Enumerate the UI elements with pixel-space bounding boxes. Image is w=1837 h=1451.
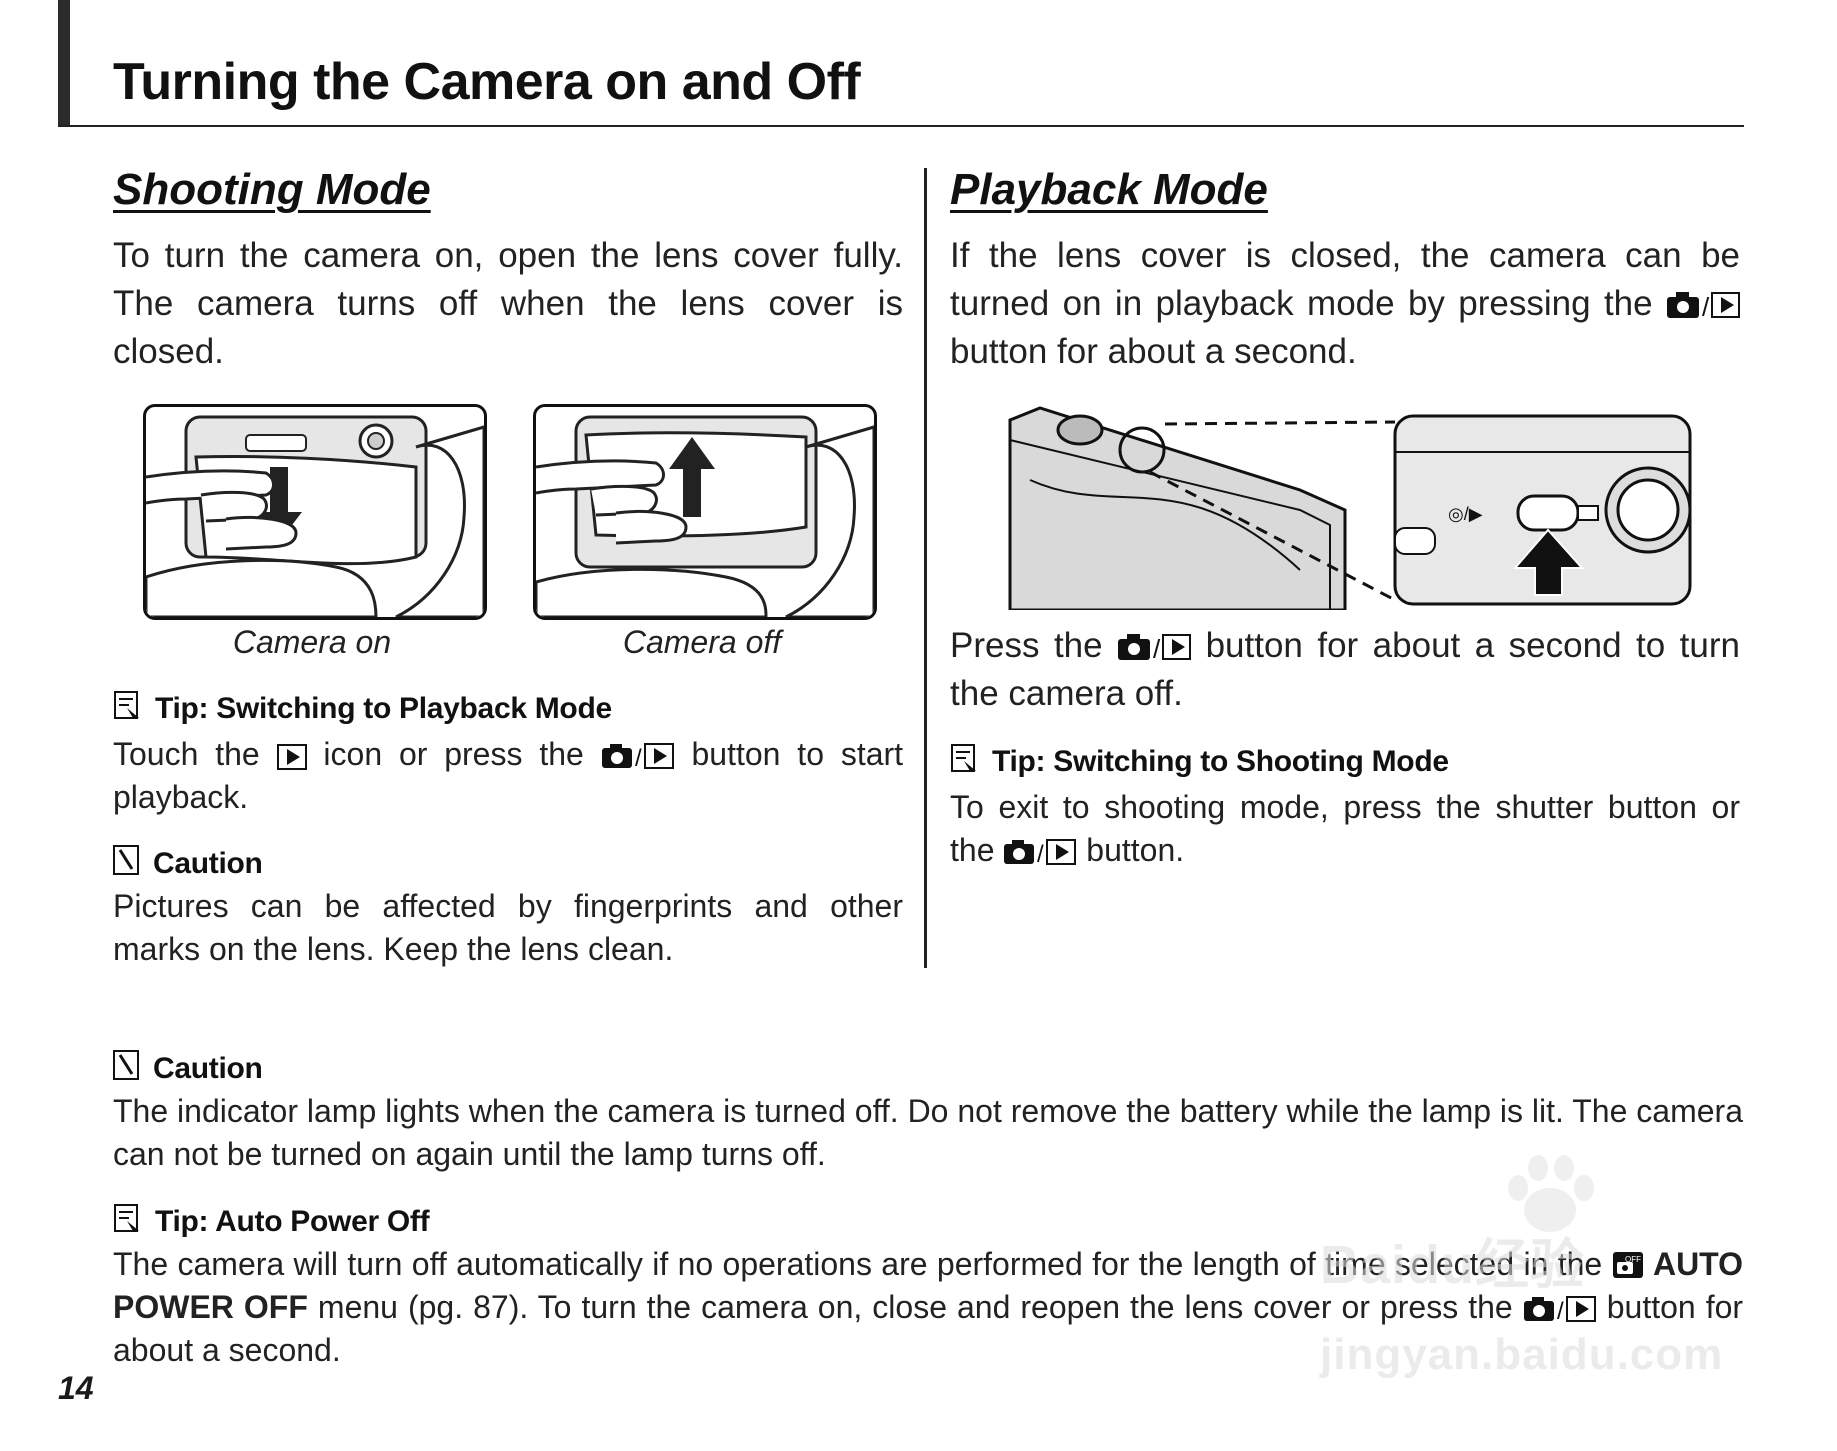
tip-playback-text: Touch the icon or press the / button to …	[113, 733, 903, 819]
tip-note-icon	[113, 1203, 141, 1241]
tip-shooting-title: Tip: Switching to Shooting Mode	[950, 743, 1449, 781]
auto-power-menu-name: AUTO POWER OFF	[113, 1246, 1744, 1325]
camera-playback-icon: /	[601, 736, 675, 772]
auto-power-text-1: The camera will turn off automatically i…	[113, 1246, 1603, 1282]
playback-mode-paragraph: If the lens cover is closed, the camera …	[950, 232, 1740, 376]
caution-left-title: Caution	[113, 845, 263, 883]
caution-icon	[113, 845, 139, 883]
caution-left-text: Pictures can be affected by fingerprints…	[113, 888, 903, 967]
camera-playback-icon: /	[1523, 1289, 1597, 1325]
caution-left-title-text: Caution	[153, 847, 263, 880]
tip-playback-text-2: icon or press the	[323, 736, 584, 772]
bottom-caution-text: The indicator lamp lights when the camer…	[113, 1093, 1743, 1172]
playback-icon	[276, 736, 307, 772]
page-number: 14	[58, 1370, 94, 1406]
svg-text:/: /	[1557, 1298, 1564, 1323]
tip-playback-title-text: Tip: Switching to Playback Mode	[155, 692, 612, 725]
press-paragraph-1: Press the	[950, 626, 1103, 665]
svg-text:/: /	[635, 745, 642, 770]
svg-text:OFF: OFF	[1625, 1255, 1641, 1264]
auto-power-tip-text: The camera will turn off automatically i…	[113, 1243, 1743, 1372]
header-rule	[58, 125, 1744, 127]
playback-paragraph-2: button for about a second.	[950, 332, 1357, 371]
tip-note-icon	[950, 743, 978, 781]
auto-power-text-2: menu (pg. 87). To turn the camera on, cl…	[317, 1289, 1513, 1325]
baidu-watermark: Baidu经验 jingyan.baidu.com	[1300, 1150, 1770, 1390]
tip-playback-text-1: Touch the	[113, 736, 260, 772]
auto-power-tip-title-text: Tip: Auto Power Off	[155, 1205, 430, 1238]
caution-icon	[113, 1050, 139, 1088]
bottom-caution-title-text: Caution	[153, 1052, 263, 1085]
shooting-mode-paragraph: To turn the camera on, open the lens cov…	[113, 236, 903, 371]
svg-text:/: /	[1702, 292, 1710, 320]
watermark-line-1: Baidu经验	[1320, 1235, 1586, 1295]
tip-shooting-text-1: To exit to shooting mode, press the shut…	[950, 789, 1740, 868]
camera-playback-icon: /	[1003, 832, 1077, 868]
shooting-mode-heading: Shooting Mode	[113, 165, 431, 214]
playback-mode-heading: Playback Mode	[950, 165, 1268, 214]
auto-power-text-3: button for about a second.	[113, 1289, 1744, 1368]
press-button-paragraph: Press the / button for about a second to…	[950, 622, 1740, 718]
tip-shooting-text-2: button.	[1086, 832, 1185, 868]
camera-on-caption: Camera on	[232, 624, 392, 660]
column-divider	[924, 168, 927, 968]
setup-menu-icon: OFF	[1612, 1246, 1644, 1282]
header-accent-bar	[58, 0, 70, 127]
camera-off-caption: Camera off	[622, 624, 782, 660]
tip-playback-title: Tip: Switching to Playback Mode	[113, 690, 612, 728]
svg-text:/: /	[1153, 634, 1161, 662]
camera-on-illustration	[143, 404, 487, 620]
watermark-line-2: jingyan.baidu.com	[1320, 1330, 1724, 1379]
bottom-caution-title: Caution	[113, 1050, 263, 1088]
camera-playback-icon: /	[1666, 284, 1740, 323]
paw-logo-icon	[1508, 1155, 1594, 1232]
page-title: Turning the Camera on and Off	[113, 53, 861, 111]
playback-paragraph-1: If the lens cover is closed, the camera …	[950, 236, 1740, 323]
auto-power-tip-title: Tip: Auto Power Off	[113, 1203, 430, 1241]
camera-playback-icon: /	[1117, 626, 1192, 665]
tip-playback-text-3: button to start playback.	[113, 736, 904, 815]
camera-off-illustration	[533, 404, 877, 620]
tip-shooting-title-text: Tip: Switching to Shooting Mode	[992, 745, 1449, 778]
tip-note-icon	[113, 690, 141, 728]
press-paragraph-2: button for about a second to turn the ca…	[950, 626, 1740, 713]
svg-text:◎/▶: ◎/▶	[1448, 504, 1483, 524]
svg-text:/: /	[1037, 841, 1044, 866]
tip-shooting-text: To exit to shooting mode, press the shut…	[950, 786, 1740, 872]
playback-button-illustration: ◎/▶	[1000, 400, 1700, 612]
